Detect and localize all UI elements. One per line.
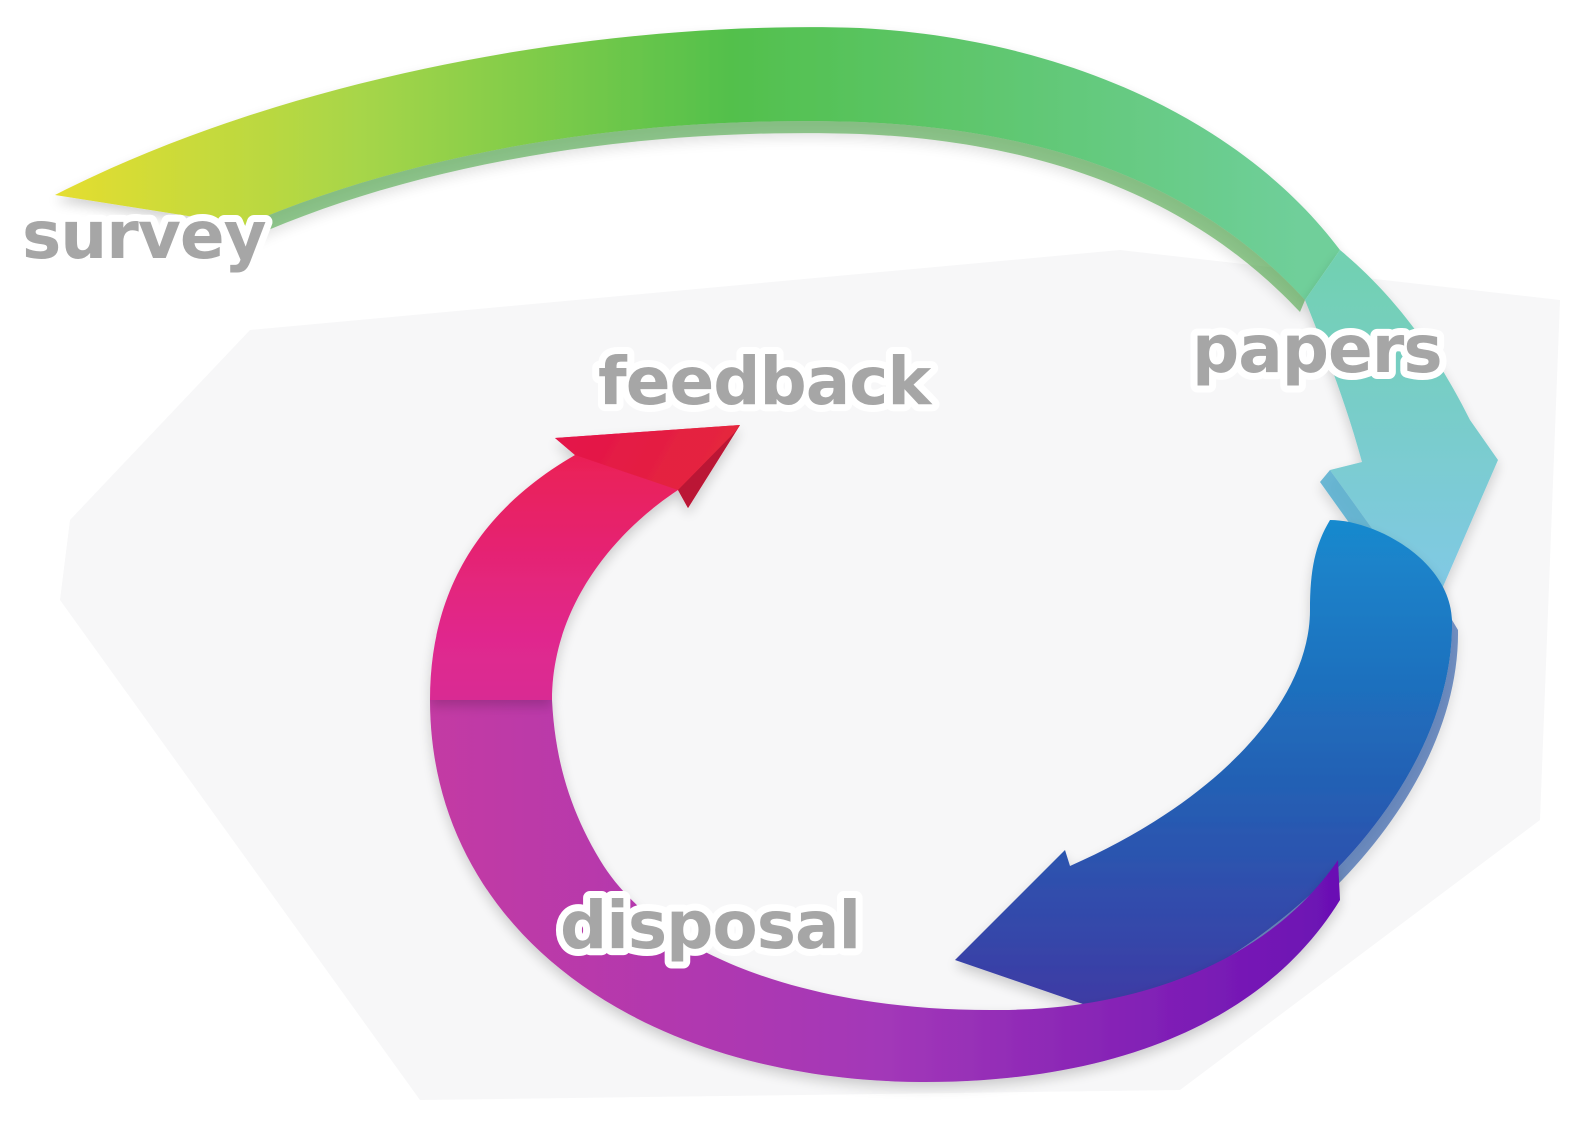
arc-blue: [955, 520, 1459, 1022]
label-feedback: feedback: [598, 343, 933, 420]
label-papers: papers: [1192, 311, 1442, 388]
arc-survey: [55, 27, 1340, 312]
label-survey: survey: [22, 197, 266, 274]
arc-disposal: [430, 700, 1340, 1083]
label-disposal: disposal: [560, 887, 860, 964]
arc-feedback: [430, 425, 740, 700]
